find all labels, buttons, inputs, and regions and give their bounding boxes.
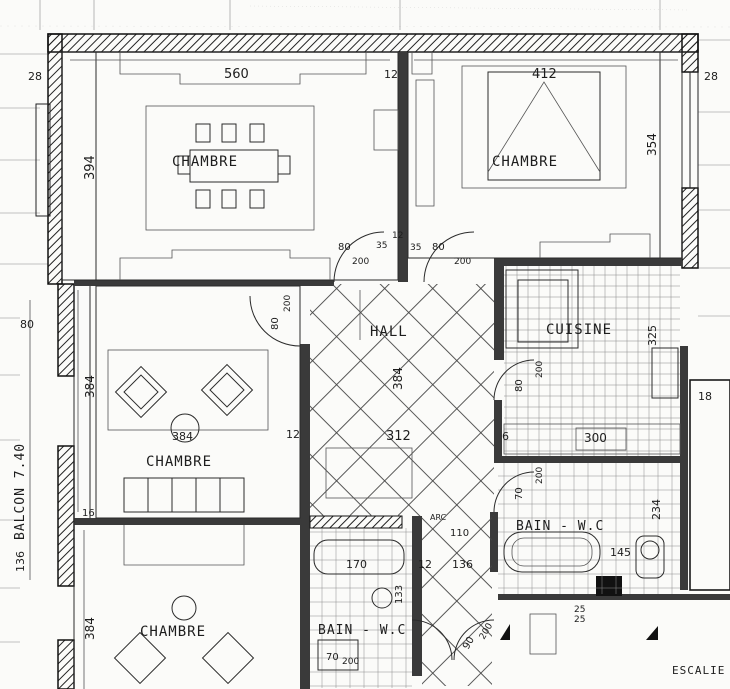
dim-bath-234: 234: [650, 499, 663, 520]
dim-bath-145: 145: [610, 546, 631, 559]
kitchen-furniture: [503, 269, 681, 455]
dim-bottom-left-384: 384: [83, 617, 97, 640]
dim-door-80-a: 80: [338, 242, 351, 253]
dim-balcony-136: 136: [14, 551, 27, 572]
dim-hall-width: 312: [386, 429, 411, 444]
hall-floor-pattern: [310, 284, 494, 516]
room-label-bath-left: BAIN - W.C: [318, 623, 406, 638]
kitchen-floor-pattern: [504, 266, 680, 456]
arc-note: ARC: [430, 513, 447, 522]
dim-door-200-a: 200: [352, 257, 369, 267]
room-label-bedroom-middle: CHAMBRE: [146, 454, 212, 470]
dim-door-12-b: 12: [392, 231, 403, 241]
dim-bedroom-mid-384: 384: [172, 430, 193, 443]
dim-door-35-a: 35: [376, 241, 387, 251]
room-label-bath-right: BAIN - W.C: [516, 519, 604, 534]
dim-top-left-width: 560: [224, 67, 249, 82]
paper-texture: [0, 5, 730, 28]
dim-right-height-top: 354: [645, 133, 659, 156]
stair-label: ESCALIE: [672, 664, 725, 677]
balcony-label: BALCON 7.40: [13, 443, 28, 540]
dim-left-height-top: 394: [83, 155, 98, 180]
room-label-hall: HALL: [370, 324, 408, 340]
dim-door-80-b: 80: [432, 242, 445, 253]
hall-furniture: [325, 447, 413, 499]
dim-door-200-e: 200: [535, 467, 545, 484]
room-label-bedroom-top-right: CHAMBRE: [492, 154, 558, 170]
dim-kitchen-325: 325: [646, 325, 659, 346]
dim-door-70-b: 70: [326, 652, 339, 663]
room-label-kitchen: CUISINE: [546, 322, 612, 338]
dim-wall-28-right: 28: [704, 70, 718, 83]
dim-hall-110: 110: [450, 528, 469, 539]
construction-lines: [0, 0, 730, 643]
walls: [35, 33, 730, 689]
dim-stair-25: 25: [574, 605, 585, 615]
dim-kitchen-6: 6: [502, 430, 509, 443]
dim-door-70: 70: [514, 487, 525, 500]
dim-hall-length: 384: [391, 367, 405, 390]
dim-wall-16: 16: [82, 508, 95, 519]
dim-door-80-d: 80: [514, 379, 525, 392]
bedroom-bottom-furniture: [113, 595, 255, 685]
dim-door-80-c: 80: [270, 317, 281, 330]
room-outlines: [61, 51, 683, 689]
dim-kitchen-300: 300: [584, 431, 607, 445]
bedroom-middle-furniture: [107, 349, 269, 566]
dim-bath-133: 133: [394, 585, 405, 604]
hall-floor-lower: [422, 516, 492, 686]
room-label-bedroom-top-left: CHAMBRE: [172, 154, 238, 170]
bath-left-floor-pattern: [310, 528, 412, 688]
dim-top-right-width: 412: [532, 67, 557, 82]
dim-stair-25-b: 25: [574, 615, 585, 625]
dimension-lines: [29, 59, 678, 689]
dim-wall-12-c: 12: [286, 428, 300, 441]
dim-wall-18: 18: [698, 390, 712, 403]
room-label-bedroom-bottom: CHAMBRE: [140, 624, 206, 640]
dim-wall-12-d: 12: [418, 558, 432, 571]
dim-wall-28-left: 28: [28, 70, 42, 83]
dim-door-200-d: 200: [535, 361, 545, 378]
dim-door-35-b: 35: [410, 243, 421, 253]
dim-door-200-c: 200: [283, 295, 293, 312]
bedroom-top-right-furniture: [373, 52, 651, 258]
door-swings: [249, 231, 535, 661]
dim-mid-left-height: 384: [83, 375, 97, 398]
dim-door-200-b: 200: [454, 257, 471, 267]
dim-hall-136: 136: [452, 558, 473, 571]
dim-door-200-f: 200: [342, 657, 359, 667]
dim-bath-170: 170: [346, 558, 367, 571]
dim-balcony-80: 80: [20, 318, 34, 331]
bath-fixtures: [313, 531, 665, 671]
dim-wall-12-a: 12: [384, 68, 398, 81]
bedroom-top-left-furniture: [119, 52, 367, 280]
